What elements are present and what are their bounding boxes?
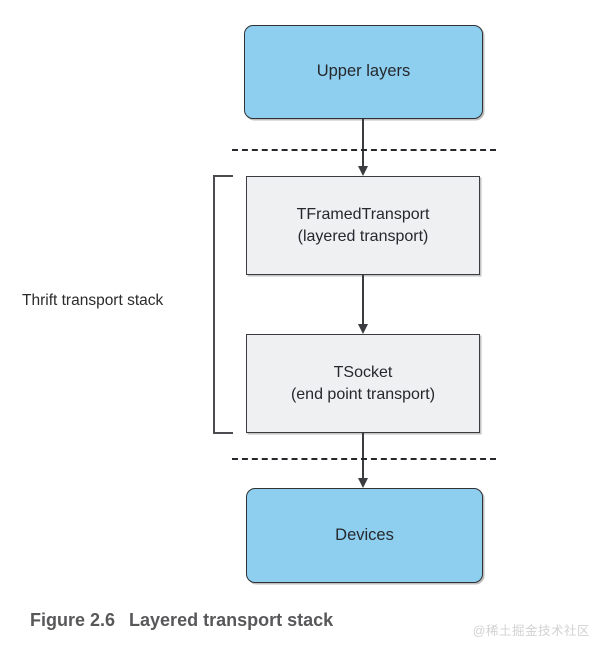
arrow-upper-layers-to-framed-transport xyxy=(358,119,368,176)
transport-stack-bracket xyxy=(213,175,233,434)
node-devices: Devices xyxy=(246,488,483,583)
node-socket-transport-subtitle: (end point transport) xyxy=(290,385,436,403)
arrow-framed-transport-to-socket xyxy=(358,275,368,334)
dashed-separator-top xyxy=(232,149,496,151)
transport-stack-bracket-label: Thrift transport stack xyxy=(22,292,164,309)
figure-caption-number: Figure 2.6 xyxy=(30,610,116,630)
node-socket-transport: TSocket (end point transport) xyxy=(246,334,480,433)
arrow-socket-to-devices xyxy=(358,433,368,488)
watermark: @稀土掘金技术社区 xyxy=(472,624,590,638)
node-framed-transport: TFramedTransport (layered transport) xyxy=(246,176,480,275)
node-framed-transport-title: TFramedTransport xyxy=(296,206,430,224)
node-upper-layers: Upper layers xyxy=(244,25,483,119)
figure-caption-title: Layered transport stack xyxy=(129,610,334,630)
node-devices-label: Devices xyxy=(335,525,394,544)
node-upper-layers-label: Upper layers xyxy=(316,62,411,81)
figure-caption: Figure 2.6 Layered transport stack xyxy=(30,610,333,631)
node-framed-transport-subtitle: (layered transport) xyxy=(297,227,429,245)
node-socket-transport-title: TSocket xyxy=(333,364,393,382)
dashed-separator-bottom xyxy=(232,458,496,460)
